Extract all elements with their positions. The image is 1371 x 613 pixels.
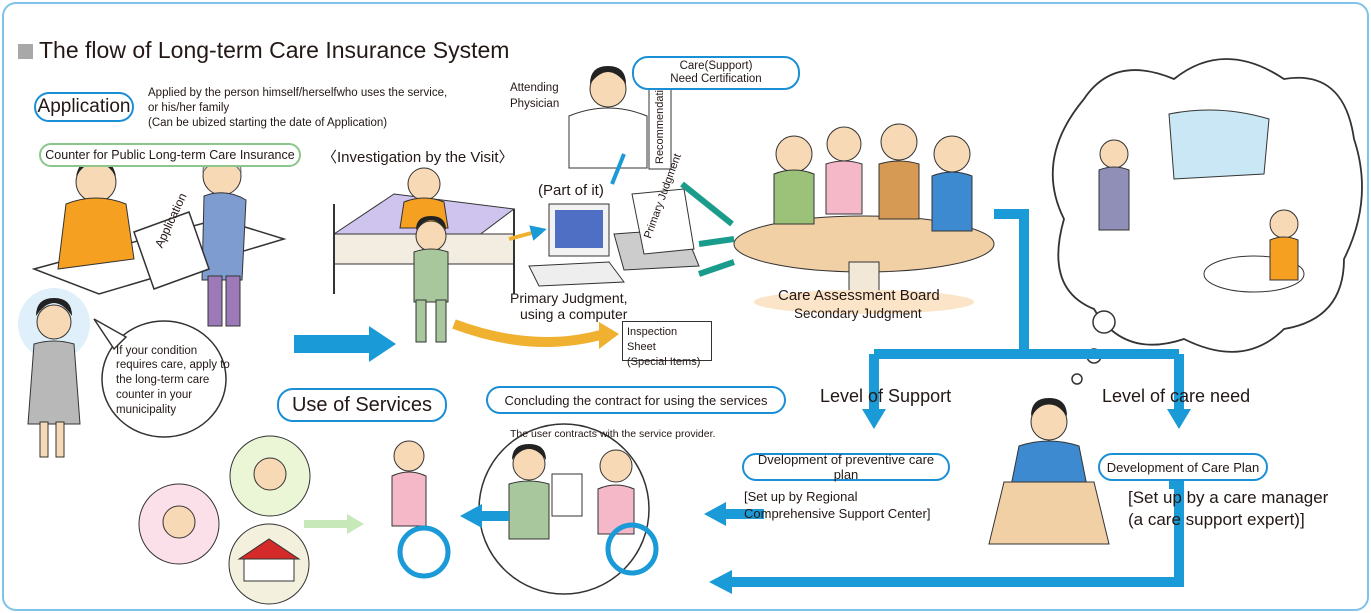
advice-line3: the long-term care [116,374,210,386]
application-label: Application [34,92,134,122]
illustration-layer [18,58,1363,605]
careplan-note-line1: [Set up by a care manager [1128,488,1329,507]
primary-caption-line2: using a computer [520,306,628,322]
certification-label: Care(Support) Need Certification [632,56,800,90]
primary-caption-line1: Primary Judgment, [510,290,628,306]
home-visit-illustration [332,167,516,343]
application-note-line3: (Can be ubized starting the date of Appl… [148,117,388,129]
preventive-note-line2: Comprehensive Support Center] [744,506,931,521]
care-services-thought-bubble [1051,58,1363,385]
part-of-it-label: (Part of it) [538,182,604,199]
care-manager-illustration [988,398,1110,545]
advisor-illustration [18,288,227,458]
physician-label-line2: Physician [510,98,560,110]
careplan-note-line2: (a care support expert)] [1128,510,1305,529]
service-providers-illustration [138,435,451,605]
inspection-line2: (Special Items) [627,356,701,368]
application-note-line2: or his/her family [148,102,230,114]
counter-label: Counter for Public Long-term Care Insura… [39,143,301,167]
advice-line4: counter in your [116,389,193,401]
diagram-title: The flow of Long-term Care Insurance Sys… [39,37,510,63]
care-plan-label: Development of Care Plan [1098,453,1268,481]
certification-line2: Need Certification [670,73,762,85]
computer-illustration [528,188,700,287]
use-of-services-label: Use of Services [277,388,447,422]
contract-label: Concluding the contract for using the se… [486,386,786,414]
level-of-care-label: Level of care need [1102,386,1251,406]
preventive-plan-label: Dvelopment of preventive care plan [742,452,950,482]
preventive-note-line1: [Set up by Regional [744,489,858,504]
physician-illustration [568,66,672,170]
title-marker [18,44,33,59]
certification-line1: Care(Support) [679,60,753,72]
investigation-label: 〈Investigation by the Visit〉 [322,149,514,166]
advice-line1: If your condition [116,345,198,357]
level-of-support-label: Level of Support [820,386,952,406]
board-line1: Care Assessment Board [778,287,940,304]
advice-line2: requires care, apply to [116,359,230,371]
board-line2: Secondary Judgment [794,306,922,321]
contract-note: The user contracts with the service prov… [510,428,716,440]
contract-illustration [478,423,659,595]
application-note-line1: Applied by the person himself/herselfwho… [148,87,448,99]
advice-line5: municipality [116,404,177,416]
assessment-board-illustration [733,123,995,314]
inspection-line1: Inspection Sheet [627,326,678,353]
flow-arrows [294,153,1191,594]
inspection-sheet: Inspection Sheet (Special Items) [622,321,712,368]
physician-label-line1: Attending [510,82,559,94]
recommendation-paper: Recommendation [654,77,666,164]
